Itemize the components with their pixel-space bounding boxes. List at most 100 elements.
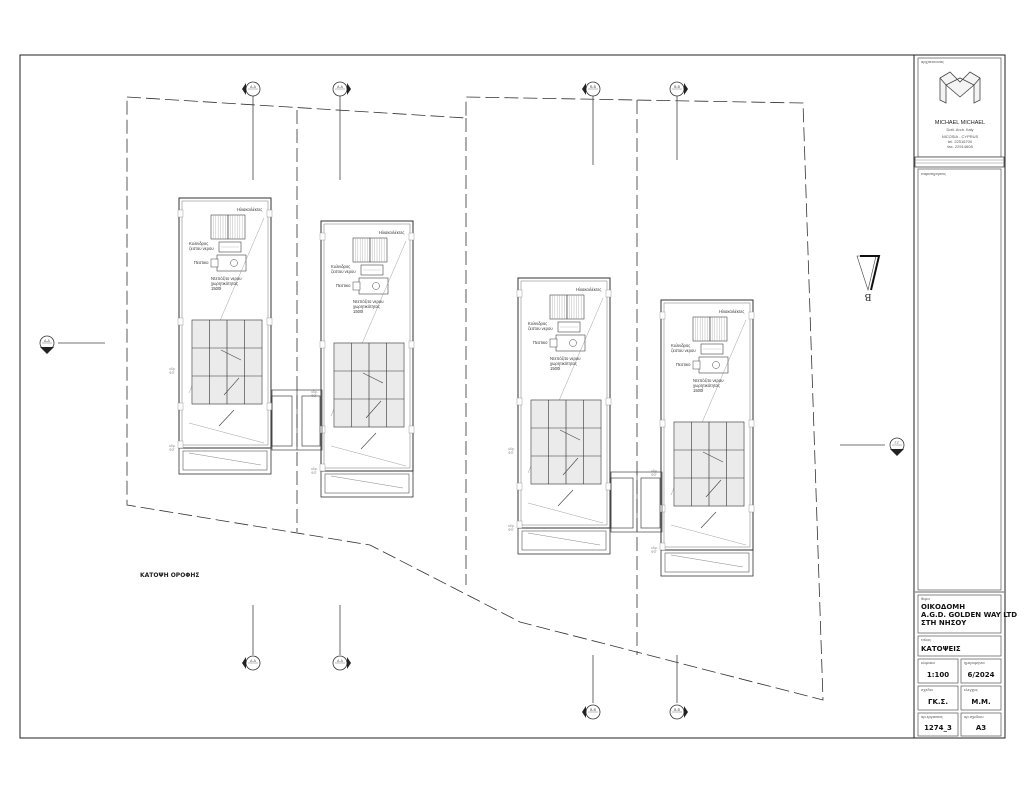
drain-arrow-icon bbox=[559, 429, 581, 441]
title-value: ΚΑΤΟΨΕΙΣ bbox=[921, 645, 961, 653]
solar-label: Ηλιακοιλέκτες bbox=[379, 230, 404, 235]
water-tank-lid bbox=[569, 339, 577, 347]
downpipe-label: Φ3" bbox=[651, 550, 658, 554]
pressure-tank-label: Πεστικο bbox=[533, 340, 548, 345]
slope-line bbox=[188, 422, 265, 444]
drain-arrow-icon bbox=[702, 451, 724, 463]
cylinder-label: Κυλινδρος bbox=[671, 343, 690, 348]
column-stub bbox=[605, 397, 612, 406]
cylinder-label: ζεστου νερου bbox=[671, 348, 696, 353]
downpipe-label: Φ3" bbox=[508, 528, 515, 532]
water-tank bbox=[216, 254, 247, 272]
downpipe-label: Φ3" bbox=[311, 471, 318, 475]
drain-arrow-icon bbox=[218, 409, 235, 427]
column-stub bbox=[408, 232, 415, 241]
architect-degree: Dott. Arch. Italy bbox=[946, 127, 973, 132]
subject-line-3: ΣΤΗ ΝΗΣΟΥ bbox=[921, 619, 967, 627]
architect-tel: tel. 22516700 bbox=[948, 139, 973, 144]
cylinder-label: ζεστου νερου bbox=[528, 326, 553, 331]
section-marker: Β-Β bbox=[582, 704, 601, 720]
pressure-pump bbox=[352, 281, 361, 291]
column-stub bbox=[516, 289, 523, 298]
section-marker-label: Β-Β bbox=[590, 708, 596, 712]
subject-line-2: A.G.D. GOLDEN WAY LTD bbox=[921, 611, 1017, 619]
drain-arrow-icon bbox=[220, 349, 242, 361]
section-marker: Α-Α bbox=[332, 655, 351, 671]
water-tank bbox=[358, 277, 389, 295]
column-stub bbox=[319, 463, 326, 472]
unit-canopy bbox=[320, 470, 414, 498]
downpipe-label: υδρ. bbox=[651, 546, 658, 550]
sheet-no-label: αρ.σχεδιου bbox=[964, 714, 984, 719]
section-marker-label: Γ-Γ bbox=[895, 441, 900, 445]
north-label: B bbox=[864, 291, 871, 302]
downpipe-label: υδρ. bbox=[311, 467, 318, 471]
solar-label: Ηλιακοιλέκτες bbox=[719, 309, 744, 314]
water-tank-label: Ντεπόζιτο νερου bbox=[353, 299, 384, 304]
section-marker: Α-Α bbox=[332, 81, 351, 97]
water-tank bbox=[698, 356, 729, 374]
column-stub bbox=[605, 482, 612, 491]
downpipe-label: υδρ. bbox=[169, 367, 176, 371]
downpipe-label: Φ3" bbox=[651, 473, 658, 477]
pressure-pump bbox=[692, 360, 701, 370]
column-stub bbox=[266, 209, 273, 218]
scale-label: κλιμακα bbox=[921, 660, 935, 665]
architect-label: αρχιτεκτονας bbox=[921, 59, 944, 64]
slope-line bbox=[330, 445, 407, 467]
section-arrow-icon bbox=[582, 83, 586, 95]
section-arrow-icon bbox=[684, 83, 688, 95]
section-arrow-icon bbox=[242, 83, 246, 95]
section-lines bbox=[58, 96, 885, 703]
unit-canopy-inner bbox=[521, 530, 607, 551]
section-marker: Β-Β bbox=[582, 81, 601, 97]
column-stub bbox=[516, 520, 523, 529]
downpipe-label: υδρ. bbox=[508, 524, 515, 528]
solar-label: Ηλιακοιλέκτες bbox=[237, 207, 262, 212]
water-tank-label: Ντεπόζιτο νερου bbox=[550, 356, 581, 361]
column-stub bbox=[408, 340, 415, 349]
column-stub bbox=[516, 482, 523, 491]
section-marker: Γ-Γ bbox=[889, 437, 905, 456]
column-stub bbox=[605, 289, 612, 298]
column-stub bbox=[177, 402, 184, 411]
plot-boundary bbox=[126, 96, 824, 701]
downpipe-label: υδρ. bbox=[169, 444, 176, 448]
pressure-pump bbox=[549, 338, 558, 348]
drain-arrow-icon bbox=[562, 457, 579, 476]
downpipe-label: Φ3" bbox=[169, 371, 176, 375]
unit-canopy-inner bbox=[664, 552, 750, 573]
water-tank-lid bbox=[230, 259, 238, 267]
section-marker-label: Α-Α bbox=[250, 85, 256, 89]
column-stub bbox=[319, 340, 326, 349]
section-marker: Α-Α bbox=[242, 81, 261, 97]
remarks-label: παρατηρησεις bbox=[921, 171, 946, 176]
cylinder-label: Κυλινδρος bbox=[189, 241, 208, 246]
drain-arrow-icon bbox=[557, 489, 574, 507]
unit-canopy-inner bbox=[324, 473, 410, 494]
pressure-tank-label: Πεστικο bbox=[676, 362, 691, 367]
column-stub bbox=[408, 425, 415, 434]
solar-label: Ηλιακοιλέκτες bbox=[576, 287, 601, 292]
drawn-value: ΓΚ.Σ. bbox=[928, 698, 948, 706]
cylinder-label: ζεστου νερου bbox=[331, 269, 356, 274]
cylinder-label: ζεστου νερου bbox=[189, 246, 214, 251]
slope-line bbox=[670, 524, 747, 546]
section-marker: Α-Α bbox=[242, 655, 261, 671]
column-stub bbox=[659, 311, 666, 320]
water-tank-lid bbox=[712, 361, 720, 369]
column-stub bbox=[659, 419, 666, 428]
section-arrow-icon bbox=[347, 657, 351, 669]
checked-value: Μ.Μ. bbox=[971, 698, 990, 706]
section-marker-label: Α-Α bbox=[337, 85, 343, 89]
section-marker-label: Α-Α bbox=[250, 659, 256, 663]
column-stub bbox=[516, 397, 523, 406]
section-arrow-icon bbox=[890, 449, 904, 456]
water-tank-label: χωρητικότητας bbox=[353, 304, 380, 309]
downpipe-label: Φ3" bbox=[508, 451, 515, 455]
sheet-no-value: A3 bbox=[976, 724, 986, 732]
corridor-right bbox=[610, 471, 663, 533]
architect-city: NICOSIA - CYPRUS bbox=[942, 134, 979, 139]
